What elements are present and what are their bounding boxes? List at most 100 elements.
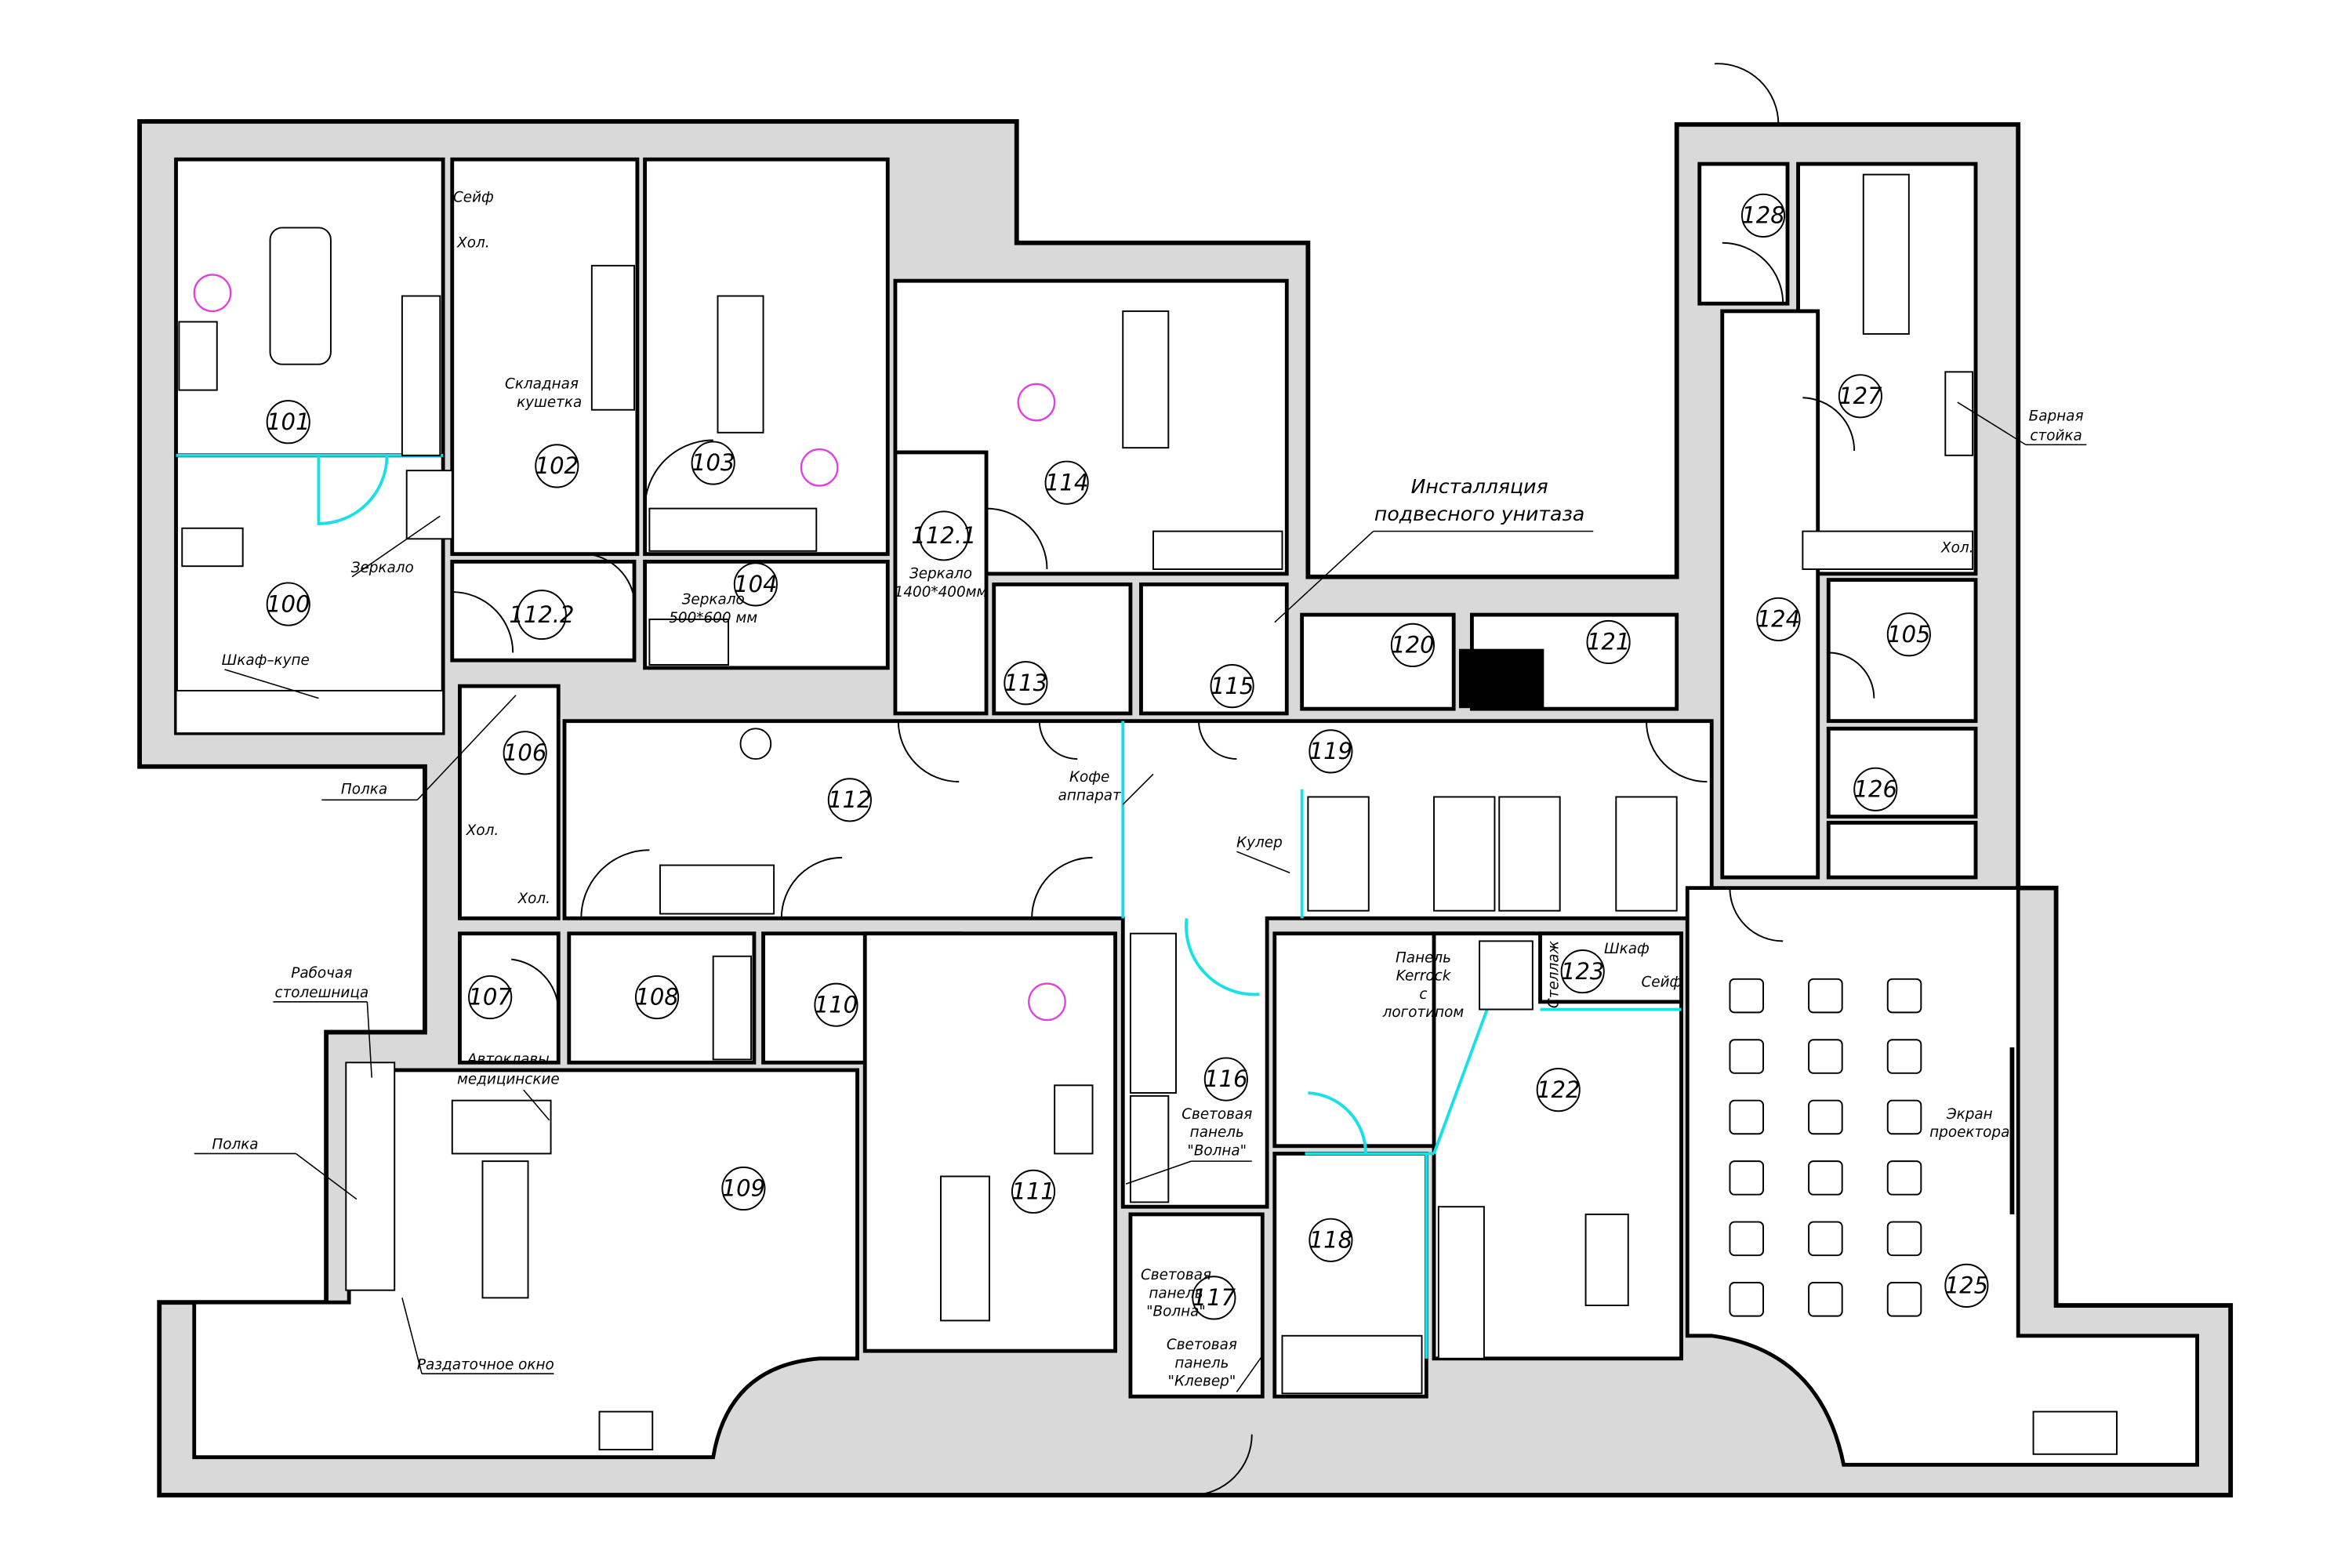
label-bar: Барная xyxy=(2029,408,2084,424)
label-autoclave: Автоклавы xyxy=(466,1051,550,1068)
label-wave-panel-2: панель xyxy=(1190,1124,1244,1141)
svg-text:113: 113 xyxy=(1004,670,1047,696)
label-mirror-500: Зеркало xyxy=(682,592,745,608)
room-number-103: 103 xyxy=(691,441,735,485)
label-screen-2: проектора xyxy=(1929,1124,2009,1141)
svg-text:112.1: 112.1 xyxy=(911,522,976,549)
svg-text:108: 108 xyxy=(635,984,678,1011)
room-number-114: 114 xyxy=(1044,460,1089,505)
doors xyxy=(452,63,1875,1497)
label-safe-2: Сейф xyxy=(1641,974,1682,990)
svg-text:103: 103 xyxy=(691,449,735,476)
label-panel: Панель xyxy=(1396,949,1451,966)
label-cabinet: Шкаф xyxy=(1604,941,1650,957)
label-shelf-2: Полка xyxy=(212,1137,258,1153)
room-112-1 xyxy=(893,450,989,716)
label-mirror-500-size: 500*600 мм xyxy=(669,610,757,626)
room-106 xyxy=(458,684,561,920)
svg-text:110: 110 xyxy=(815,991,858,1018)
label-panel-4: логотипом xyxy=(1382,1004,1465,1021)
label-worktop: Рабочая xyxy=(291,965,352,982)
room-number-110: 110 xyxy=(814,982,858,1027)
label-autoclave-2: медицинские xyxy=(457,1071,560,1087)
room-number-105: 105 xyxy=(1886,612,1931,657)
room-number-128: 128 xyxy=(1740,193,1786,238)
label-mirror-1400-size: 1400*400мм xyxy=(895,584,988,601)
room-number-123: 123 xyxy=(1560,949,1605,994)
label-clover-panel-2: панель xyxy=(1174,1355,1229,1371)
svg-text:115: 115 xyxy=(1210,673,1254,699)
chair-grid-125 xyxy=(1729,978,1922,1317)
label-fridge-2: Хол. xyxy=(466,822,499,839)
label-folding-couch-2: кушетка xyxy=(517,394,582,411)
label-fridge-3: Хол. xyxy=(517,891,550,907)
svg-text:111: 111 xyxy=(1011,1178,1054,1205)
label-wave-panel: Световая xyxy=(1181,1106,1252,1123)
svg-text:118: 118 xyxy=(1309,1226,1352,1253)
room-125 xyxy=(1685,886,2199,1467)
label-wave-panel-3: "Волна" xyxy=(1187,1142,1247,1159)
label-wave-panel-b-3: "Волна" xyxy=(1146,1304,1206,1320)
label-wave-panel-b: Световая xyxy=(1141,1267,1211,1283)
shower xyxy=(1826,820,1978,880)
label-wave-panel-b-2: панель xyxy=(1149,1285,1203,1301)
room-number-108: 108 xyxy=(635,975,680,1020)
label-mirror: Зеркало xyxy=(351,560,414,576)
svg-text:107: 107 xyxy=(468,984,512,1011)
label-fridge: Хол. xyxy=(456,235,489,252)
svg-text:117: 117 xyxy=(1192,1284,1236,1311)
label-safe: Сейф xyxy=(453,189,494,205)
label-clover-panel-3: "Клевер" xyxy=(1168,1374,1236,1390)
room-number-119: 119 xyxy=(1308,729,1353,774)
room-number-112-2: 112.2 xyxy=(509,590,575,641)
label-panel-2: Kerrock xyxy=(1396,968,1452,985)
room-number-111: 111 xyxy=(1011,1169,1056,1214)
room-number-102: 102 xyxy=(535,444,579,488)
room-number-115: 115 xyxy=(1210,664,1254,709)
svg-text:121: 121 xyxy=(1587,629,1630,655)
svg-text:126: 126 xyxy=(1854,775,1897,802)
label-coffee-2: аппарат xyxy=(1058,787,1122,804)
label-shelf: Полка xyxy=(341,782,387,798)
svg-text:127: 127 xyxy=(1838,383,1882,409)
room-number-125: 125 xyxy=(1944,1263,1989,1308)
room-number-112-1: 112.1 xyxy=(911,510,976,561)
svg-text:101: 101 xyxy=(267,408,310,435)
room-number-113: 113 xyxy=(1004,661,1048,706)
svg-text:102: 102 xyxy=(535,452,579,479)
room-120 xyxy=(1300,612,1456,711)
svg-text:106: 106 xyxy=(503,739,546,766)
label-worktop-2: столешница xyxy=(275,985,369,1001)
room-number-124: 124 xyxy=(1756,597,1801,642)
label-bar-2: стойка xyxy=(2030,427,2082,444)
room-124 xyxy=(1720,309,1820,880)
label-installation-2: подвесного унитаза xyxy=(1374,503,1584,525)
label-rack: Стеллаж xyxy=(1546,940,1563,1008)
room-number-100: 100 xyxy=(266,582,310,626)
room-number-122: 122 xyxy=(1536,1068,1581,1112)
room-number-121: 121 xyxy=(1586,619,1631,665)
svg-text:123: 123 xyxy=(1561,958,1604,985)
annotations: Сейф Хол. Складная кушетка Зеркало Шкаф–… xyxy=(194,189,2087,1392)
room-number-127: 127 xyxy=(1838,374,1882,419)
label-cooler: Кулер xyxy=(1236,834,1283,851)
room-numbers: 101 100 102 103 114 112.1 112.2 104 113 … xyxy=(266,193,1989,1320)
label-installation: Инсталляция xyxy=(1411,475,1548,498)
room-number-118: 118 xyxy=(1308,1218,1353,1262)
furniture xyxy=(175,173,2118,1455)
svg-text:122: 122 xyxy=(1537,1076,1580,1103)
svg-text:105: 105 xyxy=(1887,621,1930,648)
svg-text:116: 116 xyxy=(1204,1065,1247,1092)
svg-text:112.2: 112.2 xyxy=(509,601,574,628)
room-122 xyxy=(1432,931,1683,1361)
room-number-101: 101 xyxy=(266,400,310,445)
room-126 xyxy=(1826,726,1978,819)
label-serving-window: Раздаточное окно xyxy=(417,1356,554,1373)
room-number-116: 116 xyxy=(1203,1057,1248,1102)
svg-text:112: 112 xyxy=(828,786,871,813)
room-number-117: 117 xyxy=(1192,1276,1236,1320)
svg-text:125: 125 xyxy=(1945,1272,1988,1299)
label-wardrobe: Шкаф–купе xyxy=(222,652,310,669)
label-screen: Экран xyxy=(1946,1106,1993,1123)
